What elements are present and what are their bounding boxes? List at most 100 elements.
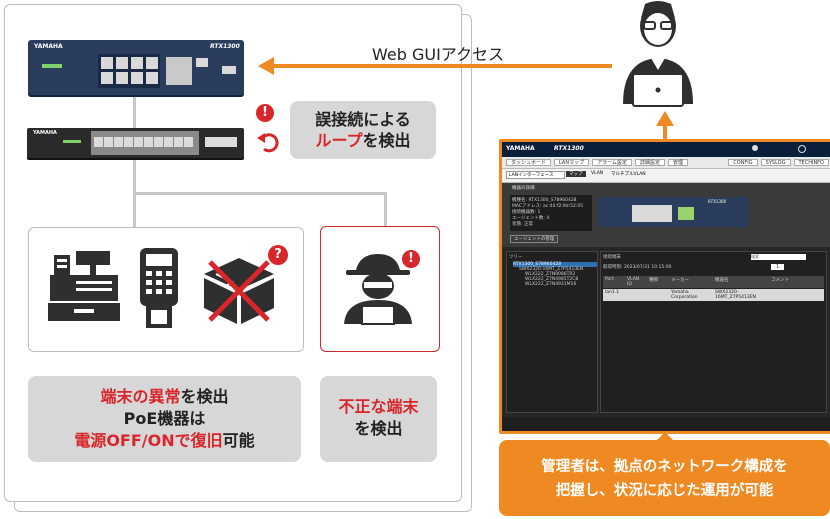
gui-router-image-wan [678,207,694,220]
router-brand: YAMAHA [34,43,63,50]
devices-note-line2: PoE機器は [123,409,206,428]
gui-cell-vlan [627,290,645,300]
gui-tree-item-ap1[interactable]: WLX222_Z7N9086TR2 [525,272,576,277]
gui-col-name: 機器名 [715,278,729,283]
devices-note-keyword3: 電源OFF/ONで復旧 [74,431,223,450]
gui-tab-admin[interactable]: 管理 [667,159,688,166]
gui-tree-item-ap2[interactable]: WLX222_Z7N4985T2C8 [525,277,579,282]
gui-tab-lanmap[interactable]: LANマップ [554,159,590,166]
gui-link-config[interactable]: CONFIG [728,159,758,166]
gui-col-type: 種類 [649,278,658,283]
gui-router-image: RTX1300 [598,197,748,227]
gui-user-icon [752,145,758,151]
note-pointer-head [656,432,674,441]
gui-device-info-panel: 機種名: RTX1300_S78960428 MACアドレス: ac:44:f2… [510,195,592,231]
gui-model: RTX1300 [554,145,584,152]
payment-terminal-icon [140,248,178,328]
loop-bubble-rest: を検出 [362,131,411,150]
gui-cell-type [649,290,667,300]
gui-link-techinfo[interactable]: TECHINFO [793,159,829,166]
intruder-note-bubble: 不正な端末 を検出 [320,376,437,462]
branch-left-line [133,192,136,230]
router-usb-port [222,66,236,74]
undo-loop-icon [257,133,279,153]
gui-section-title: 機器の詳細 [512,186,535,191]
gui-cell-maker: Yamaha Corporation [671,290,698,300]
loop-bubble-keyword: ループ [315,131,363,150]
hacker-icon [344,254,412,325]
gui-info-line-2: MACアドレス: ac:44:f2:9d:52:05 [512,204,584,209]
gui-tree-title: ツリー [509,255,523,260]
switch-brand: YAMAHA [33,130,57,136]
gui-col-vlan: VLAN ID [627,277,640,287]
gui-table-panel: 接続端末 検索 取得時刻: 2023/07/31 10:15:00 1 Port… [600,251,827,413]
gui-col-comment: コメント [771,278,789,283]
gui-tab-advanced[interactable]: 詳細設定 [634,159,665,166]
gui-tree-item-router[interactable]: RTX1300_S78960428 [513,262,597,267]
router-model: RTX1300 [210,43,240,50]
admin-person-icon [623,1,693,107]
gui-tree-item-ap3[interactable]: WLX222_Z7N4931M16 [525,282,577,287]
router-ports [98,54,160,88]
switch-uplink-ports [205,137,237,147]
devices-note-line3: 電源OFF/ONで復旧可能 [28,430,301,452]
web-gui-screen: YAMAHA RTX1300 ダッシュボード LANマップ アラーム設定 詳細設… [499,139,830,434]
gui-view-tab-multiple-vlan[interactable]: マルチプルVLAN [611,172,646,177]
gui-info-line-4: エージェント数: 4 [512,216,550,221]
gui-agent-button[interactable]: エージェントの管理 [510,235,559,243]
branch-horizontal-line [133,192,387,195]
router-sfp-port [196,58,208,67]
gui-interface-dropdown[interactable]: LANインターフェース [506,171,565,179]
loop-detection-bubble: 誤接続による ループを検出 [290,101,436,159]
gui-table-header: Port VLAN ID 種類 メーカー 機器名 コメント [603,276,824,288]
switch-status-leds [63,140,81,143]
gui-tree-panel: ツリー RTX1300_S78960428 SWX2320-16MT_Z7P54… [506,251,598,413]
alert-icon: ! [256,104,274,122]
question-icon: ? [268,245,288,265]
devices-note-rest3: 可能 [222,431,255,450]
router-status-leds [42,64,62,68]
intruder-alert-icon: ! [402,250,420,268]
gui-link-syslog[interactable]: SYSLOG [760,159,791,166]
switch-ports [91,131,199,155]
gui-lower-area: ツリー RTX1300_S78960428 SWX2320-16MT_Z7P54… [502,247,830,417]
gui-tab-dashboard[interactable]: ダッシュボード [506,159,552,166]
gui-cell-name: SWX2320-16MT_Z7P5413EN [715,290,756,300]
admin-gui-arrow-line [663,124,667,140]
loop-bubble-line1: 誤接続による [315,110,411,129]
web-gui-arrow-line [272,64,612,68]
gui-search-input[interactable]: 検索 [751,254,806,260]
table-row[interactable]: lan1.1 Yamaha Corporation SWX2320-16MT_Z… [603,289,824,301]
loop-bubble-line2: ループを検出 [290,130,436,151]
gui-pager[interactable]: 1 [771,264,785,270]
gui-power-icon [798,145,806,153]
gui-col-maker: メーカー [671,278,689,283]
gui-table-time: 取得時刻: 2023/07/31 10:15:00 [603,265,672,270]
admin-gui-arrowhead [656,111,674,126]
devices-note-bubble: 端末の異常を検出 PoE機器は 電源OFF/ONで復旧可能 [28,376,301,462]
gui-tab-alarm[interactable]: アラーム設定 [592,159,632,166]
gui-tree-item-switch[interactable]: SWX2320-16MT_Z7P5413EN [519,267,584,272]
intruder-note-line1: 不正な端末 [338,397,419,416]
gui-info-line-1: 機種名: RTX1300_S78960428 [512,198,577,203]
gui-map-area: 機器の詳細 機種名: RTX1300_S78960428 MACアドレス: ac… [502,183,830,247]
switch-device: YAMAHA [27,128,244,158]
gui-table-title: 接続端末 [603,255,621,260]
admin-note-line1: 管理者は、拠点のネットワーク構成を [541,459,788,475]
web-gui-label: Web GUIアクセス [372,45,504,64]
switch-trunk-line [133,160,136,194]
gui-view-tab-map[interactable]: マップ [566,171,586,177]
gui-header: YAMAHA RTX1300 [502,142,830,157]
router-switch-link [133,95,136,130]
devices-note-line1: 端末の異常を検出 [28,386,301,408]
broken-device-icon [204,258,274,324]
gui-info-line-5: 状態: 正常 [512,222,533,227]
gui-col-port: Port [605,277,614,282]
web-gui-arrowhead [258,57,274,75]
gui-view-tab-vlan[interactable]: VLAN [591,171,604,176]
intruder-note-line2: を検出 [354,419,403,438]
router-device: YAMAHA RTX1300 [28,40,244,95]
gui-logo: YAMAHA [506,145,535,152]
devices-note-rest1: を検出 [180,387,229,406]
devices-note-keyword1: 端末の異常 [100,387,181,406]
